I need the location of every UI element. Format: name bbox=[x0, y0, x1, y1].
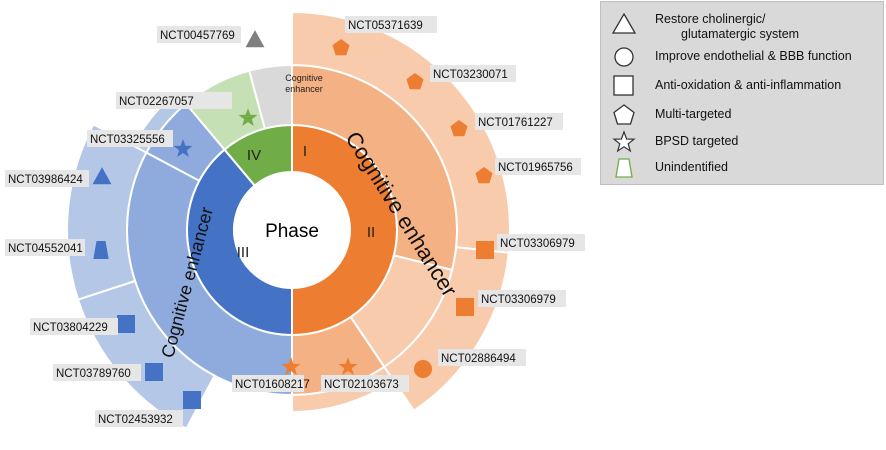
triangle-icon bbox=[245, 30, 265, 48]
star-icon bbox=[281, 357, 301, 376]
trial-label: NCT01761227 bbox=[478, 117, 553, 129]
pentagon-icon bbox=[475, 167, 493, 184]
triangle-icon bbox=[92, 167, 112, 185]
phase-label-I: I bbox=[303, 143, 307, 160]
trial-label: NCT03789760 bbox=[56, 368, 131, 380]
legend-label-line2: glutamatergic system bbox=[681, 27, 800, 41]
legend-label: Improve endothelial & BBB function bbox=[655, 49, 852, 63]
legend-item-pentagon: Multi-targeted bbox=[601, 103, 883, 129]
trial-label: NCT03306979 bbox=[481, 294, 556, 306]
trial-label-bg bbox=[321, 375, 409, 392]
legend-item-square: Anti-oxidation & anti-inflammation bbox=[601, 74, 883, 100]
phase-label-IV: IV bbox=[247, 147, 261, 164]
circle-icon bbox=[614, 47, 634, 67]
star-icon bbox=[612, 130, 636, 153]
trapezoid-icon bbox=[93, 241, 109, 259]
legend-panel: Restore cholinergic/glutamatergic system… bbox=[600, 1, 884, 185]
trial-label: NCT01965756 bbox=[498, 162, 573, 174]
trial-label-bg bbox=[232, 375, 304, 392]
pentagon-icon bbox=[450, 120, 468, 137]
trial-label: NCT01608217 bbox=[235, 379, 310, 391]
star-icon bbox=[238, 108, 258, 127]
trial-label: NCT03306979 bbox=[500, 238, 575, 250]
trial-label-bg bbox=[438, 349, 526, 366]
trial-label-bg bbox=[430, 65, 516, 82]
trial-label-bg bbox=[95, 410, 183, 427]
trial-label: NCT02267057 bbox=[119, 96, 194, 108]
legend-label: Unindentified bbox=[655, 160, 728, 174]
legend-label: Anti-oxidation & anti-inflammation bbox=[655, 78, 842, 92]
square-icon bbox=[117, 315, 135, 333]
trial-label: NCT03804229 bbox=[33, 322, 108, 334]
pentagon-icon bbox=[406, 73, 424, 90]
trial-label: NCT02103673 bbox=[324, 379, 399, 391]
phase-IV-middle-b bbox=[248, 63, 293, 130]
center-hole bbox=[235, 173, 349, 287]
trial-label: NCT04552041 bbox=[8, 243, 83, 255]
center-label: Phase bbox=[265, 221, 319, 242]
legend-item-circle: Improve endothelial & BBB function bbox=[601, 46, 883, 72]
square-icon bbox=[613, 75, 634, 96]
trial-label-bg bbox=[53, 364, 141, 381]
phase-I-category-label: Cognitive bbox=[285, 73, 323, 83]
square-icon bbox=[145, 363, 163, 381]
square-icon bbox=[183, 391, 201, 409]
trial-label: NCT03325556 bbox=[90, 134, 165, 146]
legend-item-star: BPSD targeted bbox=[601, 130, 883, 156]
legend-label: Multi-targeted bbox=[655, 107, 732, 121]
trial-label: NCT00457769 bbox=[160, 30, 235, 42]
trial-label: NCT02886494 bbox=[441, 353, 516, 365]
phase-label-II: II bbox=[367, 224, 375, 241]
trial-label: NCT05371639 bbox=[348, 20, 423, 32]
trapezoid-icon bbox=[615, 158, 633, 178]
trial-label-bg bbox=[478, 290, 566, 307]
phase-label-III: III bbox=[237, 244, 250, 261]
trial-label: NCT03986424 bbox=[8, 174, 83, 186]
pentagon-icon bbox=[332, 39, 350, 56]
square-icon bbox=[456, 298, 474, 316]
trial-label-bg bbox=[497, 234, 585, 251]
star-icon bbox=[173, 139, 193, 158]
legend-item-triangle: Restore cholinergic/glutamatergic system bbox=[601, 12, 883, 41]
trial-label-bg bbox=[495, 158, 581, 175]
trial-label: NCT02453932 bbox=[98, 414, 173, 426]
legend-label: Restore cholinergic/ bbox=[655, 12, 766, 26]
trial-label-bg bbox=[30, 318, 118, 335]
trial-label-bg bbox=[5, 170, 89, 187]
triangle-icon bbox=[611, 12, 637, 34]
legend-item-trapezoid: Unindentified bbox=[601, 156, 883, 182]
phase-I-category-label-line2: enhancer bbox=[285, 84, 323, 94]
trial-label: NCT03230071 bbox=[433, 69, 508, 81]
square-icon bbox=[476, 241, 494, 259]
legend-label: BPSD targeted bbox=[655, 134, 739, 148]
star-icon bbox=[338, 357, 358, 376]
trial-label-bg bbox=[475, 113, 563, 130]
trial-label-bg bbox=[345, 16, 437, 33]
trial-label-bg bbox=[87, 130, 173, 147]
trial-label-bg bbox=[157, 26, 241, 43]
pentagon-icon bbox=[613, 104, 635, 125]
circle-icon bbox=[414, 360, 432, 378]
trial-label-bg bbox=[116, 92, 232, 109]
trial-label-bg bbox=[5, 239, 85, 256]
